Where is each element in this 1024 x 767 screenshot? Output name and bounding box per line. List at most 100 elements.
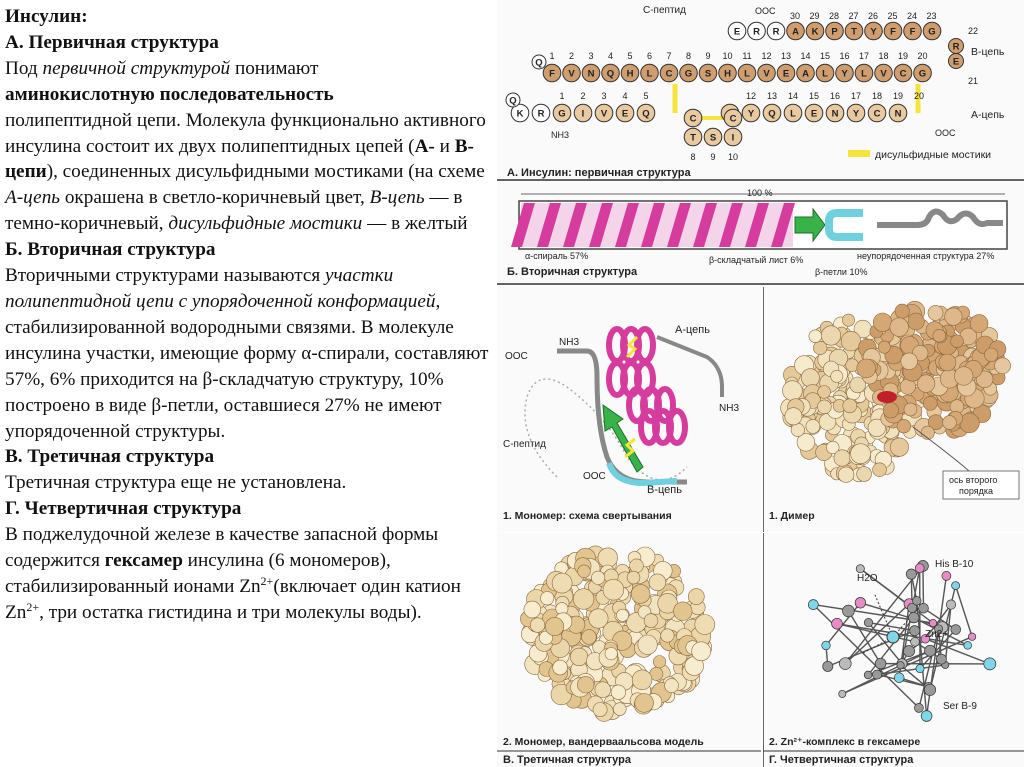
- svg-text:4: 4: [608, 51, 613, 61]
- atom: [821, 640, 831, 651]
- a-chain-residue: N: [825, 103, 845, 123]
- atom-sphere: [613, 702, 627, 716]
- atom-sphere: [790, 422, 805, 437]
- svg-text:E: E: [953, 57, 959, 68]
- svg-text:23: 23: [926, 11, 936, 21]
- b-chain-residue: E: [776, 63, 796, 83]
- atom-sphere: [889, 317, 909, 337]
- b-chain-residue: F: [542, 63, 562, 83]
- atom: [893, 672, 905, 683]
- svg-text:5: 5: [627, 51, 632, 61]
- helix-turn: [654, 386, 676, 424]
- svg-text:R: R: [538, 109, 545, 120]
- section-g-caption: Г. Четвертичная структура: [769, 754, 914, 766]
- atom-sphere: [907, 312, 925, 331]
- section-c-paragraph: Третичная структура еще не установлена.: [5, 472, 347, 494]
- atom: [963, 641, 972, 650]
- atom-sphere: [932, 328, 947, 343]
- atom: [936, 653, 947, 665]
- svg-text:I: I: [582, 109, 585, 120]
- b-chain-residue: G: [679, 63, 698, 83]
- b-chain-label: В-цепь: [971, 46, 1005, 58]
- section-c-heading: В. Третичная структура: [5, 446, 215, 468]
- a-chain-residue: R: [531, 103, 551, 123]
- svg-text:N: N: [588, 69, 595, 80]
- svg-text:G: G: [919, 69, 926, 80]
- svg-text:22: 22: [968, 26, 978, 36]
- atom: [941, 571, 952, 581]
- atom-sphere: [820, 325, 841, 346]
- beta-sheet-arrow: [794, 207, 826, 243]
- random-coil: [877, 208, 1003, 228]
- svg-text:A: A: [802, 69, 809, 80]
- dimer-center-red: [877, 391, 897, 403]
- atom-sphere: [581, 629, 597, 645]
- loop-residue: T: [683, 127, 703, 147]
- atom-sphere: [545, 617, 565, 637]
- atom: [907, 602, 918, 613]
- svg-text:H: H: [627, 69, 634, 80]
- atom: [912, 596, 922, 606]
- svg-text:26: 26: [868, 11, 878, 21]
- atom-sphere: [800, 368, 820, 388]
- a-chain-residue: L: [783, 103, 803, 123]
- alpha-label: α-спираль 57%: [525, 251, 588, 261]
- atom-sphere: [969, 314, 989, 333]
- loop-residue: C: [723, 108, 743, 128]
- atom-sphere: [900, 352, 918, 371]
- atom: [920, 634, 931, 644]
- atom: [924, 644, 937, 657]
- axis-label-1: ось второго: [949, 475, 997, 485]
- svg-text:C: C: [874, 109, 881, 120]
- atom-sphere: [950, 334, 964, 348]
- top-row-residue: A: [786, 21, 805, 41]
- water-label: H2O: [857, 573, 878, 584]
- atom-sphere: [577, 676, 595, 694]
- atom: [951, 581, 960, 590]
- atom-sphere: [817, 385, 831, 399]
- helix-stripe: [563, 203, 587, 247]
- fig-b-caption: Б. Вторичная структура: [507, 266, 638, 278]
- atom-sphere: [994, 357, 1011, 375]
- svg-text:12: 12: [761, 51, 771, 61]
- svg-text:L: L: [790, 109, 796, 120]
- svg-text:H: H: [724, 69, 731, 80]
- atom: [807, 599, 819, 610]
- atom-sphere: [842, 398, 858, 414]
- atom-sphere: [610, 684, 626, 700]
- atom-sphere: [938, 353, 957, 372]
- atom-sphere: [602, 579, 625, 601]
- svg-text:24: 24: [907, 11, 917, 21]
- svg-text:15: 15: [809, 91, 819, 101]
- section-d-heading: Г. Четвертичная структура: [5, 498, 242, 520]
- atom-sphere: [826, 440, 840, 455]
- atom: [920, 710, 933, 722]
- atom: [903, 645, 915, 658]
- svg-text:Y: Y: [841, 69, 848, 80]
- svg-text:NH3: NH3: [551, 130, 569, 140]
- c-peptide-dotted: [524, 378, 688, 481]
- svg-text:L: L: [744, 69, 750, 80]
- svg-text:G: G: [928, 27, 935, 38]
- a-chain-residue: K: [510, 103, 530, 123]
- top-row-residue: G: [922, 21, 942, 41]
- svg-text:S: S: [710, 133, 716, 144]
- svg-text:E: E: [783, 69, 789, 80]
- svg-text:T: T: [851, 27, 857, 38]
- b-chain-residue: V: [757, 63, 776, 83]
- his-label: His B-10: [935, 559, 974, 570]
- atom: [934, 624, 944, 634]
- helix-stripe: [745, 203, 769, 247]
- a-chain-residue: V: [594, 103, 614, 123]
- b-chain-residue: V: [874, 63, 893, 83]
- section-a-heading: А. Первичная структура: [5, 31, 219, 53]
- text-column: Инсулин: А. Первичная структура Под перв…: [5, 4, 495, 626]
- atom-sphere: [588, 608, 609, 629]
- atom: [874, 657, 887, 670]
- svg-text:1: 1: [549, 51, 554, 61]
- atom-sphere: [637, 634, 658, 655]
- fold-nh3-label: NH3: [559, 337, 579, 348]
- atom: [915, 664, 925, 674]
- top-row-residue: F: [883, 21, 903, 41]
- axis-label-2: порядка: [959, 486, 993, 496]
